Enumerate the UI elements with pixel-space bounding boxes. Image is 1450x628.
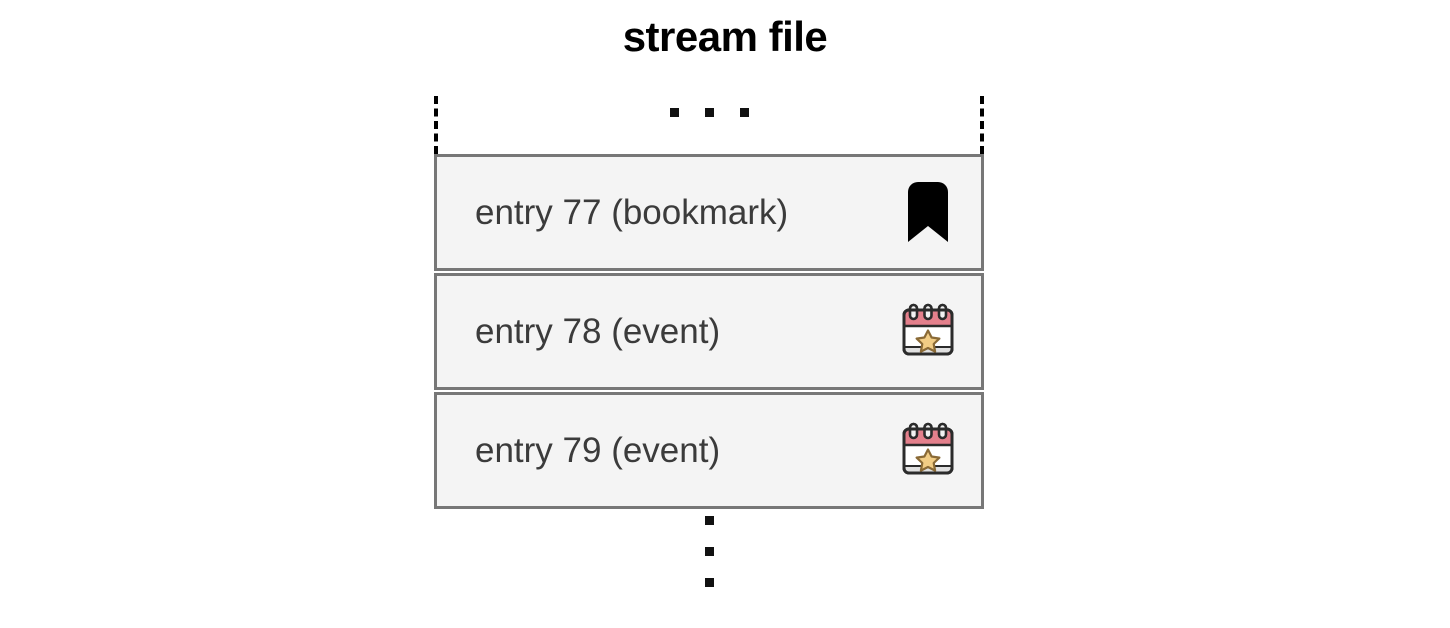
entry-row[interactable]: entry 79 (event) [434, 392, 984, 509]
entry-row[interactable]: entry 78 (event) [434, 273, 984, 390]
dashed-right-edge [980, 96, 984, 154]
entry-label: entry 78 (event) [475, 312, 721, 351]
ellipsis-dot [669, 108, 679, 117]
calendar-star-icon [897, 301, 959, 363]
bookmark-icon [897, 181, 959, 244]
horizontal-ellipsis-icon [434, 108, 984, 117]
entry-row[interactable]: entry 77 (bookmark) [434, 154, 984, 271]
ellipsis-dot [704, 516, 714, 525]
ellipsis-dot [704, 578, 714, 587]
dashed-left-edge [434, 96, 438, 154]
calendar-star-icon [897, 420, 959, 482]
vertical-ellipsis-icon [434, 516, 984, 587]
entry-label: entry 79 (event) [475, 431, 721, 470]
ellipsis-dot [704, 108, 714, 117]
ellipsis-dot [739, 108, 749, 117]
stream-file-column: entry 77 (bookmark) entry 78 (event) [434, 96, 984, 587]
ellipsis-dot [704, 547, 714, 556]
entry-label: entry 77 (bookmark) [475, 193, 789, 232]
stream-open-top-region [434, 96, 984, 154]
page-title: stream file [622, 13, 828, 60]
entry-table: entry 77 (bookmark) entry 78 (event) [434, 154, 984, 509]
